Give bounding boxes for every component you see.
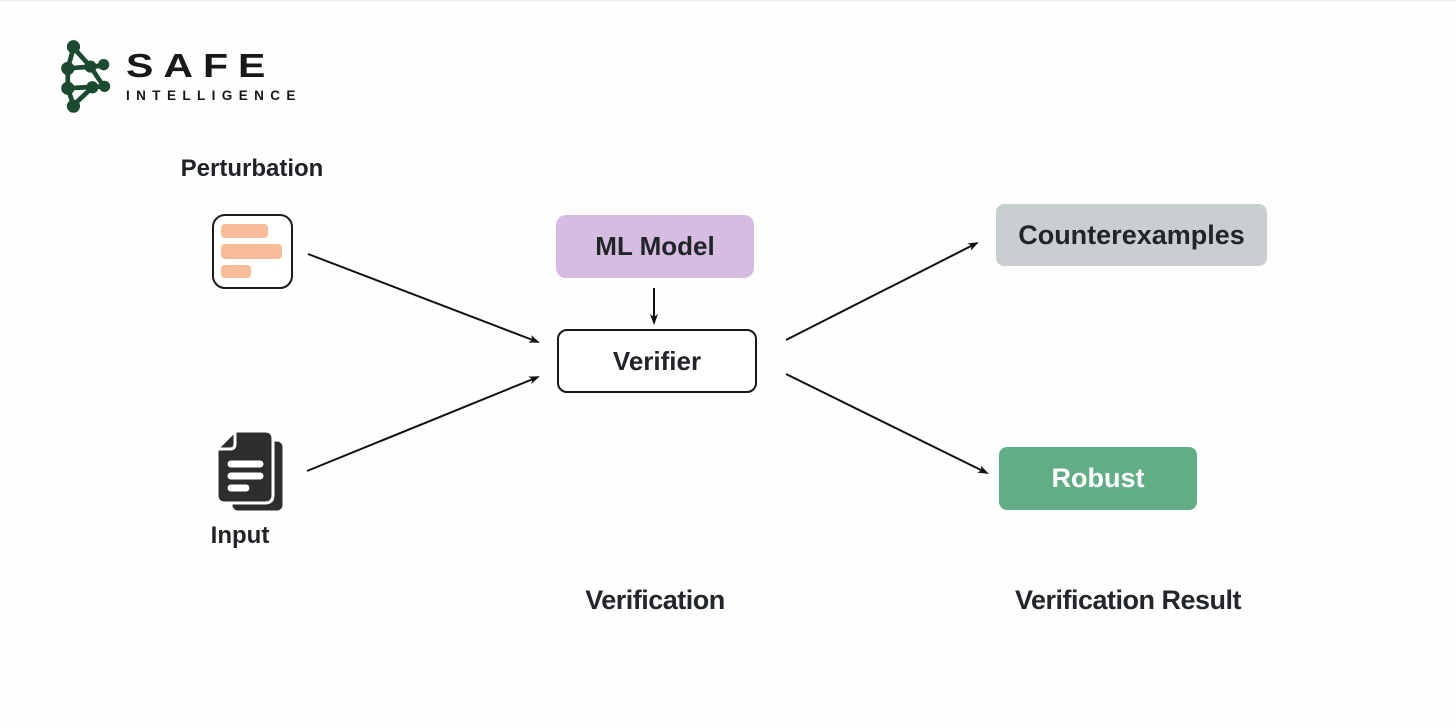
ml-model-node: ML Model (556, 215, 754, 278)
perturbation-label: Perturbation (180, 155, 324, 182)
robust-node: Robust (999, 447, 1197, 510)
counterexamples-node-label: Counterexamples (1018, 219, 1245, 250)
brand-logo-text: SAFE INTELLIGENCE (126, 49, 302, 103)
robust-node-label: Robust (1051, 463, 1145, 493)
network-graph-logo-icon (61, 40, 111, 113)
verification-result-stage-label: Verification Result (1014, 585, 1242, 615)
arrow-verifier-to-counterexamples (785, 242, 979, 341)
perturbation-bar (221, 244, 282, 259)
brand-logo: SAFE INTELLIGENCE (48, 32, 302, 120)
verifier-node-label: Verifier (612, 345, 702, 376)
verifier-node: Verifier (557, 329, 757, 393)
input-label: Input (210, 522, 270, 549)
arrow-input-to-verifier (306, 376, 540, 472)
verification-stage-label: Verification (585, 585, 725, 615)
perturbation-bars-icon (212, 214, 293, 289)
perturbation-bar (221, 224, 268, 238)
counterexamples-node: Counterexamples (996, 204, 1267, 266)
document-stack-icon (215, 429, 286, 514)
ml-model-node-label: ML Model (595, 231, 715, 261)
arrow-verifier-to-robust (785, 373, 989, 474)
perturbation-bar (221, 265, 251, 278)
arrow-perturbation-to-verifier (307, 253, 540, 343)
brand-name: SAFE (126, 46, 276, 85)
brand-subtitle: INTELLIGENCE (126, 88, 302, 103)
